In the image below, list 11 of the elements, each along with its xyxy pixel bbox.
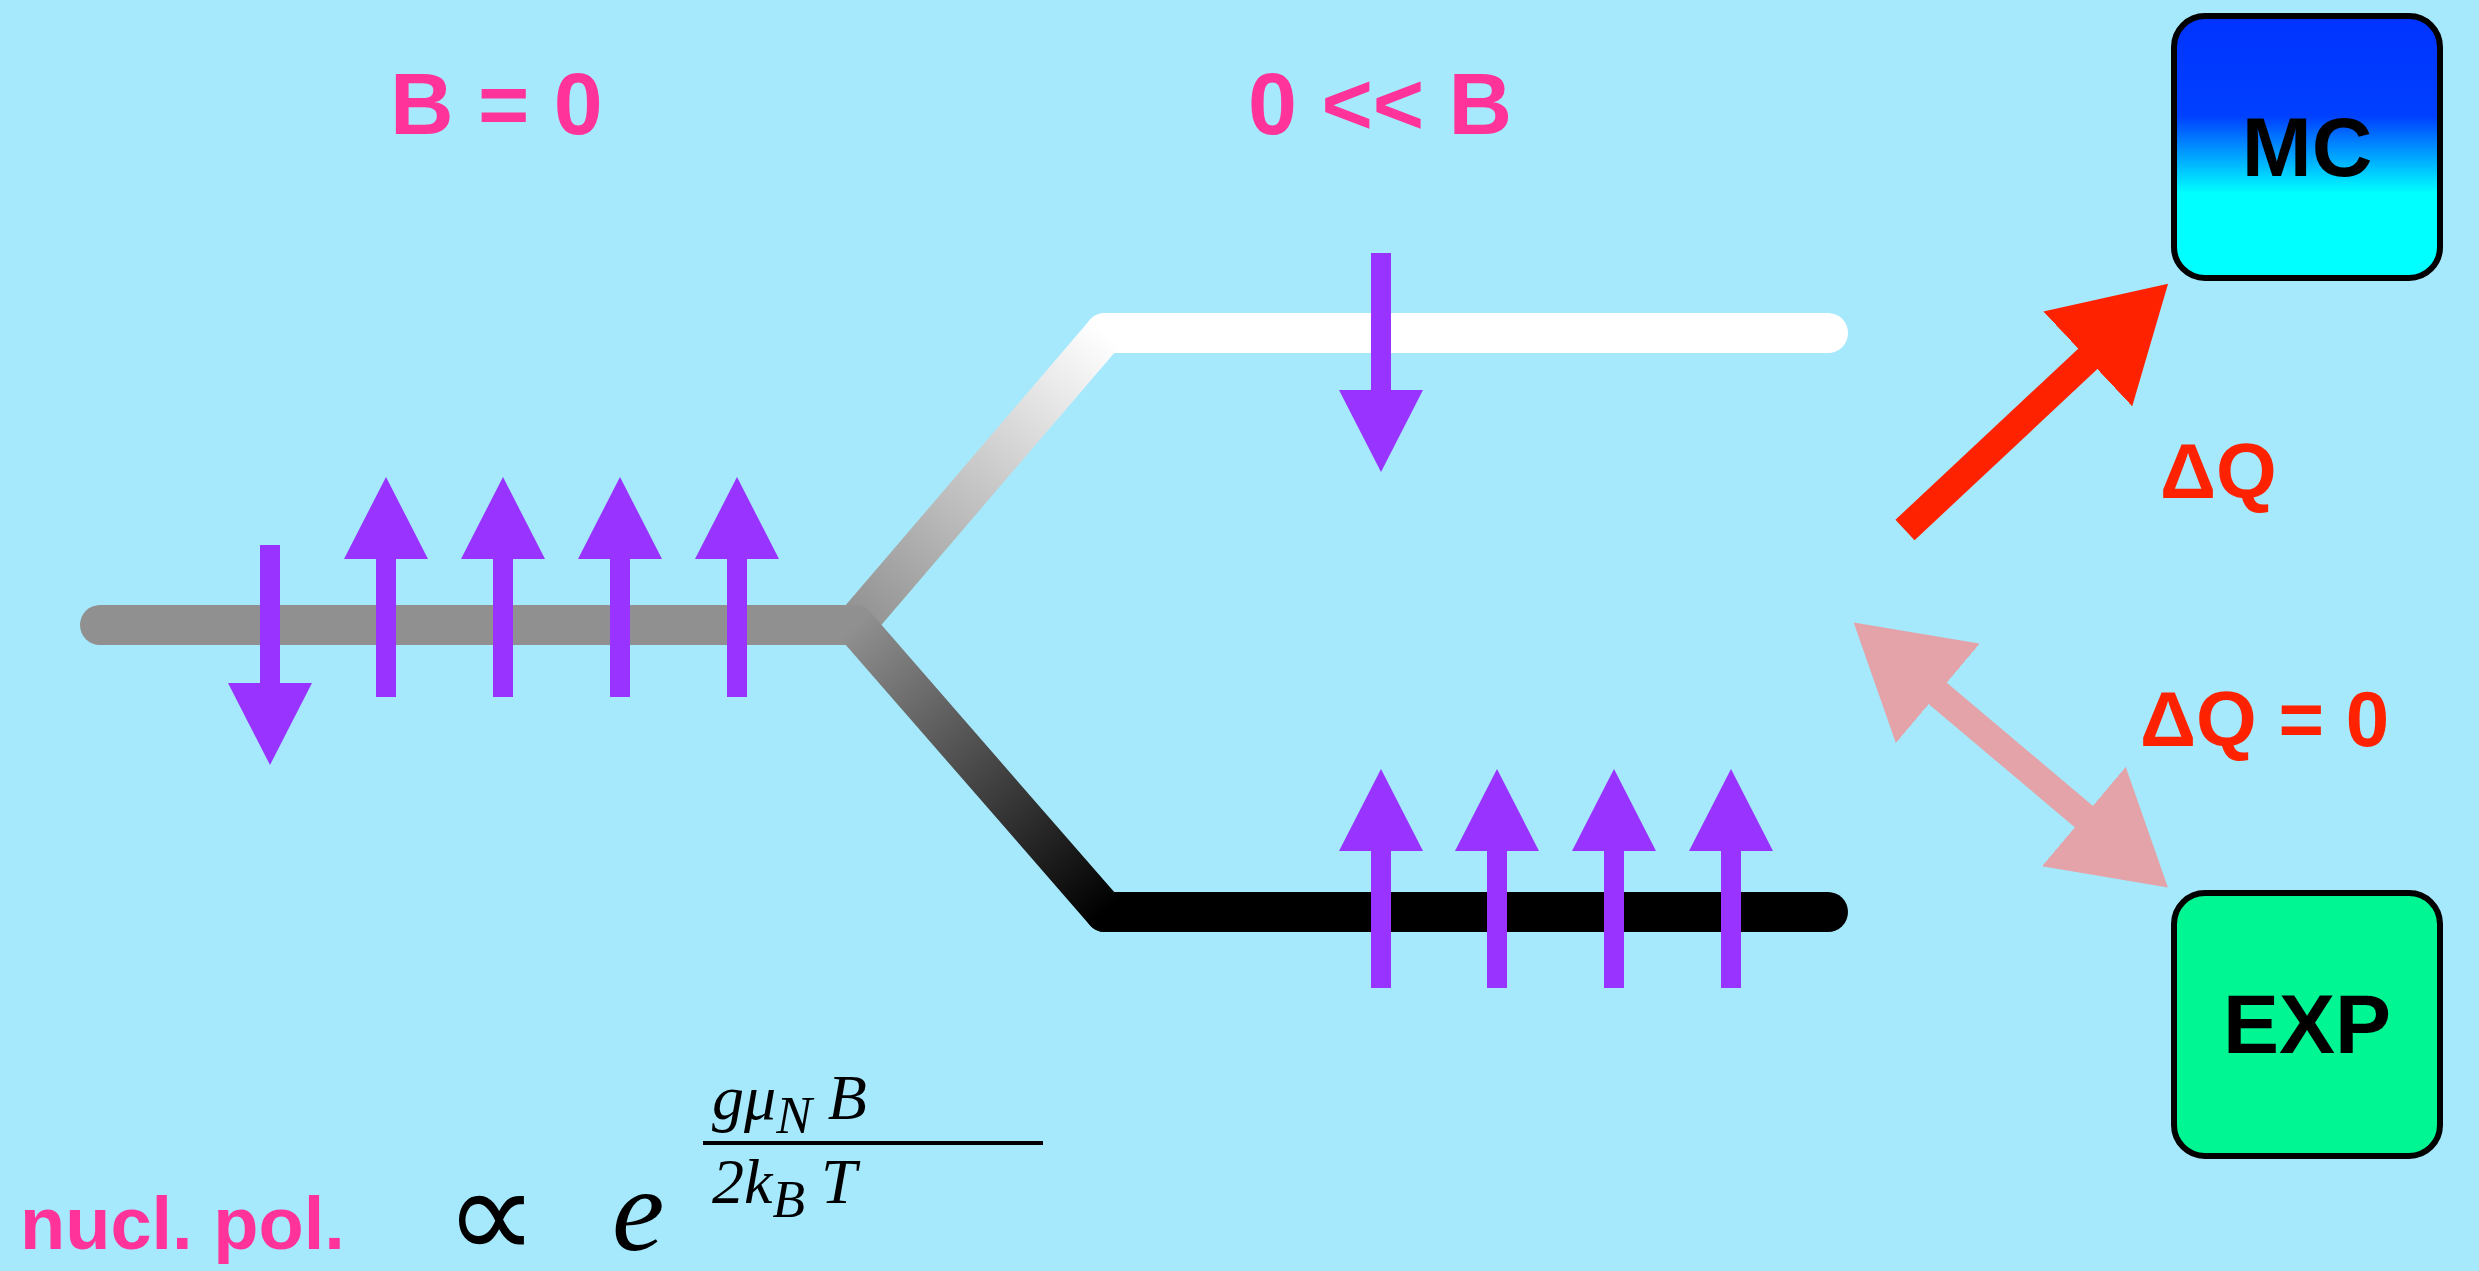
text-label: 0 << B	[1248, 60, 1513, 148]
box-label: EXP	[2222, 976, 2392, 1073]
rounded-box	[2171, 890, 2443, 1159]
formula-text: e	[612, 1152, 665, 1270]
arrow	[1853, 622, 2168, 888]
arrow	[1895, 283, 2169, 541]
text-label: B = 0	[390, 60, 603, 148]
formula-text: gμ$_{N}$ B	[712, 1066, 867, 1143]
formula-text: ∝	[445, 1150, 538, 1271]
box-label: MC	[2241, 98, 2373, 196]
rounded-box	[2171, 13, 2443, 281]
